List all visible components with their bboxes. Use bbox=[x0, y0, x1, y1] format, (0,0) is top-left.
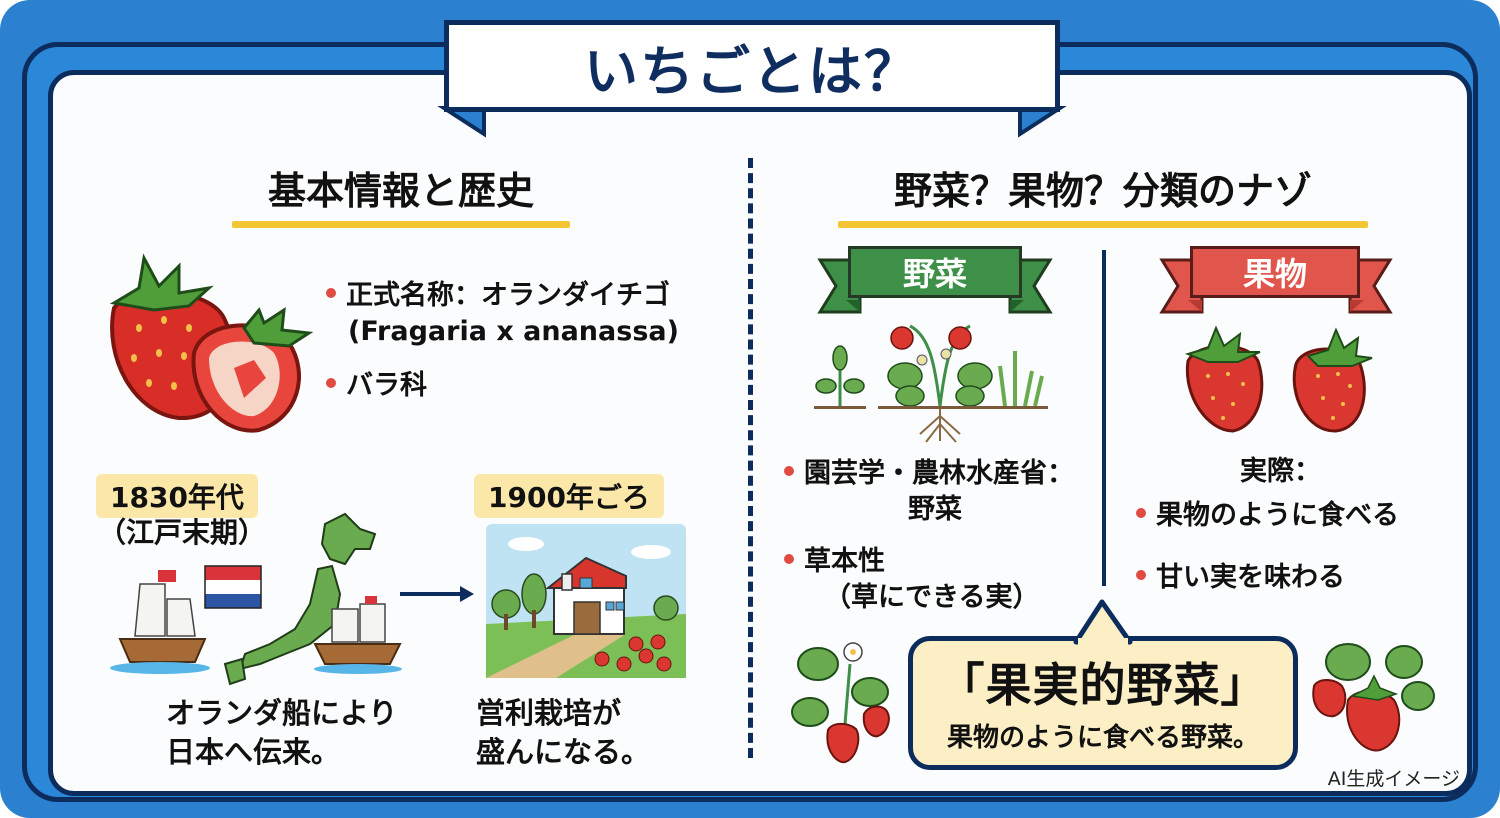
vegetable-label: 野菜 bbox=[848, 246, 1022, 298]
strawberry-plant-flower-icon bbox=[791, 642, 890, 764]
bullet-text: バラ科 bbox=[346, 370, 427, 401]
arrow-right-icon bbox=[400, 586, 474, 602]
strawberry-whole-and-half-icon bbox=[109, 253, 314, 433]
heading-underline bbox=[232, 221, 570, 228]
scientific-name: (Fragaria x ananassa) bbox=[348, 316, 679, 348]
farm-barn-illustration-icon bbox=[486, 524, 686, 678]
two-strawberries-icon bbox=[1184, 325, 1373, 433]
bullet-dot-icon bbox=[1136, 569, 1146, 580]
ai-generated-note: AI生成イメージ bbox=[1327, 768, 1460, 790]
heading-underline bbox=[838, 221, 1368, 228]
dashed-divider bbox=[748, 158, 753, 758]
dutch-ships-and-japan-map-icon bbox=[110, 512, 402, 686]
bullet-family: バラ科 bbox=[326, 368, 427, 404]
bullet-text: （草にできる実） bbox=[824, 582, 1040, 614]
bullet-dot-icon bbox=[326, 377, 336, 388]
bullet-dot-icon bbox=[1136, 507, 1146, 518]
bullet-sweet-fruit: 甘い実を味わる bbox=[1136, 560, 1345, 596]
bullet-dot-icon bbox=[326, 287, 336, 298]
strawberry-cluster-icon bbox=[1312, 643, 1435, 752]
bullet-eat-like-fruit: 果物のように食べる bbox=[1136, 498, 1399, 534]
caption-line: 盛んになる。 bbox=[476, 735, 651, 770]
caption-line: 営利栽培が bbox=[476, 696, 622, 730]
callout-pointer-icon bbox=[1073, 599, 1133, 646]
bullet-text: 果物のように食べる bbox=[1156, 500, 1399, 531]
callout-fruit-vegetable: 「果実的野菜」 果物のように食べる野菜。 bbox=[908, 636, 1298, 770]
bullet-text: 正式名称：オランダイチゴ bbox=[346, 280, 670, 311]
page-title: いちごとは？ bbox=[584, 39, 920, 103]
fruit-label: 果物 bbox=[1190, 246, 1360, 298]
bullet-herbaceous: 草本性 （草にできる実） bbox=[784, 544, 1039, 617]
bullet-text: 野菜 bbox=[908, 494, 962, 526]
callout-main-text: 「果実的野菜」 bbox=[938, 658, 1268, 712]
bullet-text: 甘い実を味わる bbox=[1156, 562, 1345, 593]
bullet-text: 草本性 bbox=[804, 546, 885, 577]
strawberry-plant-with-roots-icon bbox=[814, 324, 1048, 443]
year-tag-1830s: 1830年代 bbox=[96, 474, 258, 518]
title-banner: いちごとは？ bbox=[444, 20, 1060, 112]
bullet-official-name: 正式名称：オランダイチゴ (Fragaria x ananassa) bbox=[326, 278, 679, 351]
bullet-text: 園芸学・農林水産省： bbox=[804, 458, 1074, 489]
history-caption-1900: 営利栽培が 盛んになる。 bbox=[476, 694, 650, 772]
bullet-dot-icon bbox=[784, 465, 794, 476]
fruit-heading-actual: 実際： bbox=[1240, 456, 1321, 487]
history-caption-1830: オランダ船により 日本へ伝来。 bbox=[166, 694, 397, 772]
section-heading-classification: 野菜？果物？分類のナゾ bbox=[838, 160, 1368, 228]
section-heading-text: 野菜？果物？分類のナゾ bbox=[893, 169, 1312, 213]
year-tag-1900: 1900年ごろ bbox=[474, 474, 664, 518]
section-heading-text: 基本情報と歴史 bbox=[267, 169, 534, 213]
bullet-horticulture-maff: 園芸学・農林水産省： 野菜 bbox=[784, 456, 1074, 529]
callout-sub-text: 果物のように食べる野菜。 bbox=[946, 723, 1259, 753]
section-heading-basic-info: 基本情報と歴史 bbox=[232, 160, 570, 228]
bullet-dot-icon bbox=[784, 553, 794, 564]
era-label: （江戸末期） bbox=[98, 516, 267, 549]
caption-line: オランダ船により bbox=[166, 696, 398, 730]
vertical-divider bbox=[1102, 250, 1106, 586]
caption-line: 日本へ伝来。 bbox=[166, 735, 341, 770]
